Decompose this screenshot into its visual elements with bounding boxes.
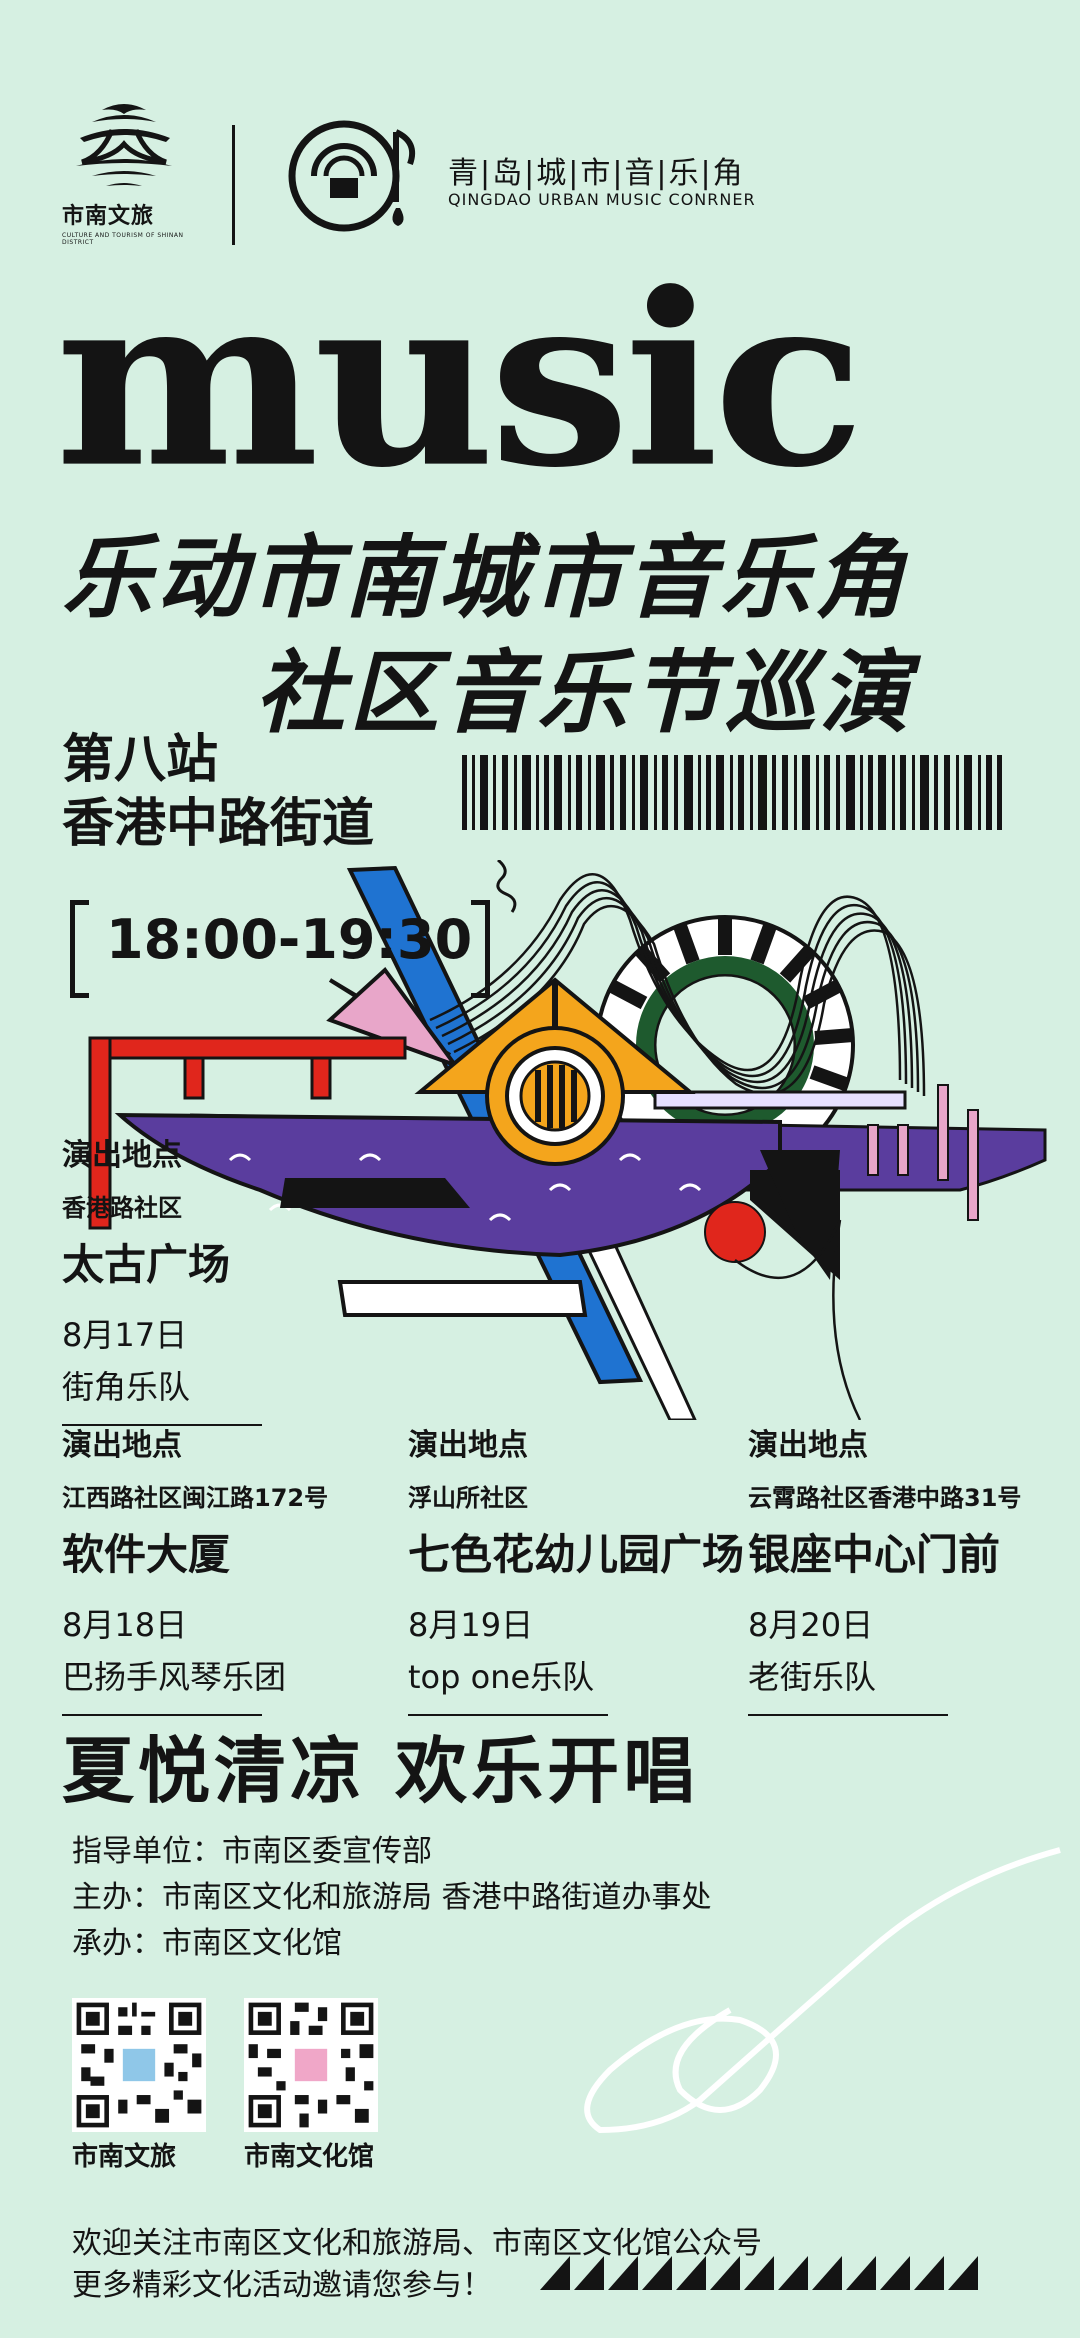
left-logo-subtitle: CULTURE AND TOURISM OF SHINAN DISTRICT	[62, 232, 184, 246]
undertake-unit: 承办：市南区文化馆	[72, 1926, 342, 1961]
event-title-line1: 乐动市南城市音乐角	[62, 526, 908, 631]
venue-label: 演出地点	[62, 1428, 182, 1463]
venue-divider	[408, 1714, 608, 1716]
venue-card: 演出地点 香港路社区 太古广场 8月17日 街角乐队	[62, 1130, 262, 1426]
venue-address: 浮山所社区	[408, 1484, 528, 1512]
venue-band: top one乐队	[408, 1658, 595, 1696]
venue-date: 8月17日	[62, 1316, 188, 1354]
venue-divider	[748, 1714, 948, 1716]
time-text: 18:00-19:30	[106, 908, 473, 971]
qr-label: 市南文化馆	[244, 2142, 375, 2172]
venue-band: 街角乐队	[62, 1368, 191, 1406]
venue-label: 演出地点	[748, 1428, 868, 1463]
logo-divider	[232, 125, 235, 245]
venue-divider	[62, 1424, 262, 1426]
guide-unit: 指导单位：市南区委宣传部	[72, 1834, 432, 1869]
qr-block-shinan-tourism: 市南文旅	[72, 1998, 206, 2173]
venue-card: 演出地点 江西路社区闽江路172号 软件大厦 8月18日 巴扬手风琴乐团	[62, 1420, 328, 1716]
music-corner-logo-icon	[288, 120, 416, 232]
venue-name: 银座中心门前	[748, 1530, 1001, 1579]
left-logo-text: 市南文旅	[62, 204, 155, 229]
bracket-right	[471, 900, 490, 998]
brand-english-name: QINGDAO URBAN MUSIC CONRNER	[448, 190, 756, 209]
abstract-music-illustration	[88, 860, 1047, 1420]
station-info: 第八站 香港中路街道	[62, 728, 374, 856]
slogan: 夏悦清凉 欢乐开唱	[62, 1729, 700, 1813]
venue-date: 8月19日	[408, 1606, 534, 1644]
bracket-left	[70, 900, 89, 998]
qr-label: 市南文旅	[72, 2142, 177, 2172]
footer-invite-text: 更多精彩文化活动邀请您参与！	[72, 2268, 492, 2303]
music-title: MUSIC	[55, 240, 865, 520]
venue-divider	[62, 1714, 262, 1716]
venue-band: 老街乐队	[748, 1658, 877, 1696]
performance-time: 18:00-19:30	[70, 900, 490, 998]
venue-date: 8月20日	[748, 1606, 874, 1644]
venue-date: 8月18日	[62, 1606, 188, 1644]
qr-code-icon[interactable]	[72, 1998, 206, 2132]
venue-label: 演出地点	[408, 1428, 528, 1463]
brand-chinese-name: 青|岛|城|市|音|乐|角	[448, 156, 745, 191]
landmark-logo-icon	[76, 104, 172, 186]
qr-code-icon[interactable]	[244, 1998, 378, 2132]
venue-label: 演出地点	[62, 1138, 182, 1173]
station-number: 第八站	[62, 730, 219, 790]
venue-address: 香港路社区	[62, 1194, 182, 1222]
venue-name: 太古广场	[62, 1240, 231, 1289]
shinan-culture-tourism-logo: 市南文旅 CULTURE AND TOURISM OF SHINAN DISTR…	[62, 100, 192, 250]
barcode-graphic	[462, 755, 1002, 830]
venue-band: 巴扬手风琴乐团	[62, 1658, 287, 1696]
footer-follow-text: 欢迎关注市南区文化和旅游局、市南区文化馆公众号	[72, 2226, 762, 2261]
venue-name: 七色花幼儿园广场	[408, 1530, 745, 1579]
venue-card: 演出地点 云霄路社区香港中路31号 银座中心门前 8月20日 老街乐队	[748, 1420, 1021, 1716]
event-title-line2: 社区音乐节巡演	[255, 641, 913, 746]
venue-address: 云霄路社区香港中路31号	[748, 1484, 1022, 1512]
host-unit: 主办：市南区文化和旅游局 香港中路街道办事处	[72, 1880, 712, 1915]
venue-name: 软件大厦	[62, 1530, 231, 1579]
station-street: 香港中路街道	[62, 794, 375, 854]
decorative-swirl	[584, 1847, 1061, 2134]
venue-card: 演出地点 浮山所社区 七色花幼儿园广场 8月19日 top one乐队	[408, 1420, 744, 1716]
qr-block-shinan-culture-center: 市南文化馆	[244, 1998, 378, 2173]
venue-address: 江西路社区闽江路172号	[62, 1484, 329, 1512]
triangle-pattern	[540, 2256, 978, 2290]
